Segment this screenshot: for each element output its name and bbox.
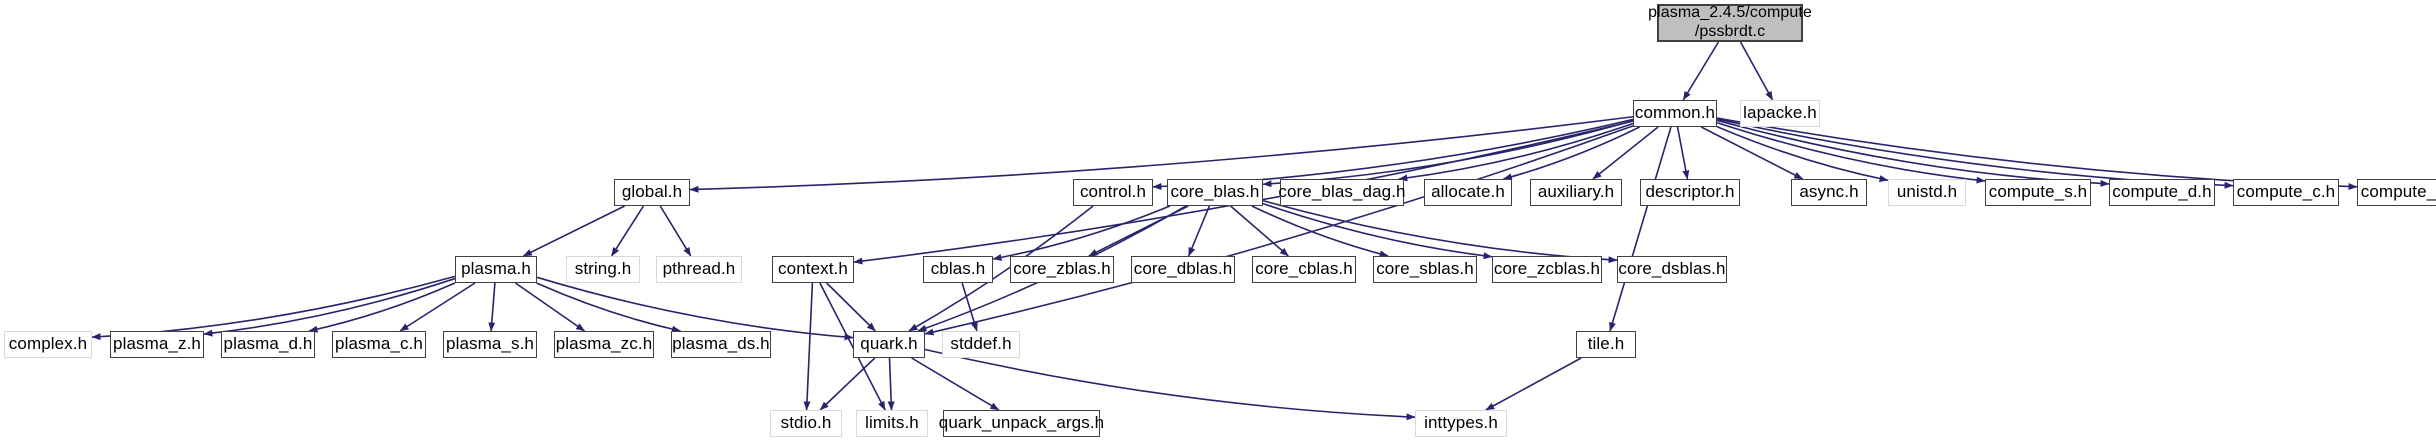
- graph-edge-context-to-quark: [826, 282, 876, 332]
- graph-node-descriptor[interactable]: descriptor.h: [1640, 179, 1740, 206]
- graph-edge-global-to-plasma: [522, 205, 626, 257]
- graph-edge-common-to-quark: [924, 125, 1634, 336]
- edge-group: [91, 41, 2358, 421]
- graph-edge-plasma-to-plasma_c: [399, 282, 476, 332]
- graph-node-quark_unpack_args[interactable]: quark_unpack_args.h: [939, 410, 1104, 437]
- graph-edge-plasma-to-complex: [91, 275, 456, 341]
- graph-node-limits[interactable]: limits.h: [856, 410, 928, 437]
- graph-edge-context-to-stdio: [803, 282, 814, 411]
- graph-node-plasma_ds[interactable]: plasma_ds.h: [671, 331, 771, 358]
- graph-edge-common-to-compute_d: [1716, 119, 2110, 187]
- graph-node-quark[interactable]: quark.h: [853, 331, 925, 358]
- graph-node-string[interactable]: string.h: [566, 256, 640, 283]
- graph-node-control[interactable]: control.h: [1073, 179, 1153, 206]
- graph-edge-plasma-to-quark: [536, 276, 854, 341]
- graph-edge-core_blas-to-core_sblas: [1251, 205, 1389, 258]
- graph-edge-common-to-compute_z: [1716, 117, 2358, 191]
- graph-node-compute_z[interactable]: compute_z.h: [2357, 179, 2436, 206]
- graph-edge-common-to-control: [1152, 118, 1634, 190]
- graph-edge-plasma-to-plasma_s: [488, 282, 496, 332]
- graph-node-core_zcblas[interactable]: core_zcblas.h: [1492, 256, 1602, 283]
- graph-edge-cblas-to-stddef: [961, 282, 978, 332]
- graph-node-core_cblas[interactable]: core_cblas.h: [1252, 256, 1356, 283]
- graph-node-core_blas[interactable]: core_blas.h: [1167, 179, 1263, 206]
- graph-edge-context-to-limits: [819, 282, 886, 411]
- graph-node-cblas[interactable]: cblas.h: [923, 256, 993, 283]
- graph-edge-quark-to-stdio: [819, 357, 876, 411]
- graph-node-allocate[interactable]: allocate.h: [1424, 179, 1512, 206]
- graph-node-plasma[interactable]: plasma.h: [455, 256, 537, 283]
- graph-node-plasma_s[interactable]: plasma_s.h: [443, 331, 537, 358]
- graph-node-lapacke[interactable]: lapacke.h: [1740, 100, 1820, 127]
- graph-edge-common-to-unistd: [1716, 125, 1889, 183]
- graph-edge-core_blas-to-cblas: [992, 205, 1171, 261]
- graph-edge-common-to-descriptor: [1676, 126, 1690, 180]
- graph-node-stddef[interactable]: stddef.h: [942, 331, 1020, 358]
- graph-edge-core_blas-to-core_zcblas: [1262, 202, 1493, 260]
- graph-edge-common-to-tile: [1609, 126, 1672, 332]
- graph-node-compute_d[interactable]: compute_d.h: [2109, 179, 2215, 206]
- graph-node-compute_s[interactable]: compute_s.h: [1985, 179, 2091, 206]
- graph-node-plasma_zc[interactable]: plasma_zc.h: [554, 331, 654, 358]
- graph-edge-plasma-to-plasma_z: [203, 277, 456, 337]
- graph-edge-common-to-allocate: [1502, 126, 1640, 181]
- graph-node-unistd[interactable]: unistd.h: [1888, 179, 1966, 206]
- graph-node-core_sblas[interactable]: core_sblas.h: [1373, 256, 1477, 283]
- graph-edge-core_blas-to-core_cblas: [1230, 205, 1289, 257]
- graph-edge-quark-to-quark_unpack_args: [911, 357, 1000, 411]
- graph-node-pthread[interactable]: pthread.h: [656, 256, 742, 283]
- graph-node-tile[interactable]: tile.h: [1576, 331, 1636, 358]
- graph-edge-core_blas-to-core_dblas: [1187, 205, 1211, 257]
- graph-edge-common-to-compute_s: [1716, 121, 1986, 184]
- graph-node-compute_c[interactable]: compute_c.h: [2233, 179, 2339, 206]
- graph-node-context[interactable]: context.h: [772, 256, 854, 283]
- graph-edge-global-to-string: [610, 205, 645, 257]
- graph-edge-root-to-lapacke: [1739, 41, 1774, 101]
- graph-edge-root-to-common: [1682, 41, 1720, 101]
- graph-node-inttypes[interactable]: inttypes.h: [1415, 410, 1507, 437]
- graph-edge-common-to-async: [1700, 126, 1804, 180]
- graph-node-global[interactable]: global.h: [614, 179, 690, 206]
- graph-edge-quark-to-inttypes: [924, 348, 1416, 421]
- graph-edge-plasma-to-plasma_ds: [536, 282, 681, 333]
- graph-node-common[interactable]: common.h: [1633, 100, 1717, 127]
- graph-edge-common-to-global: [689, 115, 1634, 193]
- graph-edge-common-to-core_blas_dag: [1398, 122, 1634, 182]
- graph-node-auxiliary[interactable]: auxiliary.h: [1530, 179, 1622, 206]
- graph-node-root[interactable]: plasma_2.4.5/compute /pssbrdt.c: [1648, 4, 1812, 42]
- graph-node-core_dsblas[interactable]: core_dsblas.h: [1617, 256, 1727, 283]
- graph-edge-plasma-to-plasma_d: [308, 282, 456, 333]
- graph-node-plasma_d[interactable]: plasma_d.h: [221, 331, 315, 358]
- graph-node-core_zblas[interactable]: core_zblas.h: [1010, 256, 1114, 283]
- graph-edge-tile-to-inttypes: [1485, 357, 1582, 411]
- graph-node-plasma_c[interactable]: plasma_c.h: [332, 331, 426, 358]
- graph-edge-plasma-to-plasma_zc: [514, 282, 586, 332]
- graph-edge-common-to-auxiliary: [1592, 126, 1659, 180]
- graph-edge-global-to-pthread: [659, 205, 692, 257]
- graph-edge-control-to-quark: [908, 205, 1094, 332]
- graph-node-core_blas_dag[interactable]: core_blas_dag.h: [1278, 179, 1406, 206]
- graph-node-complex[interactable]: complex.h: [4, 331, 92, 358]
- graph-node-core_dblas[interactable]: core_dblas.h: [1131, 256, 1235, 283]
- graph-node-async[interactable]: async.h: [1791, 179, 1867, 206]
- graph-node-plasma_z[interactable]: plasma_z.h: [110, 331, 204, 358]
- graph-node-stdio[interactable]: stdio.h: [770, 410, 842, 437]
- graph-edge-quark-to-limits: [887, 357, 895, 411]
